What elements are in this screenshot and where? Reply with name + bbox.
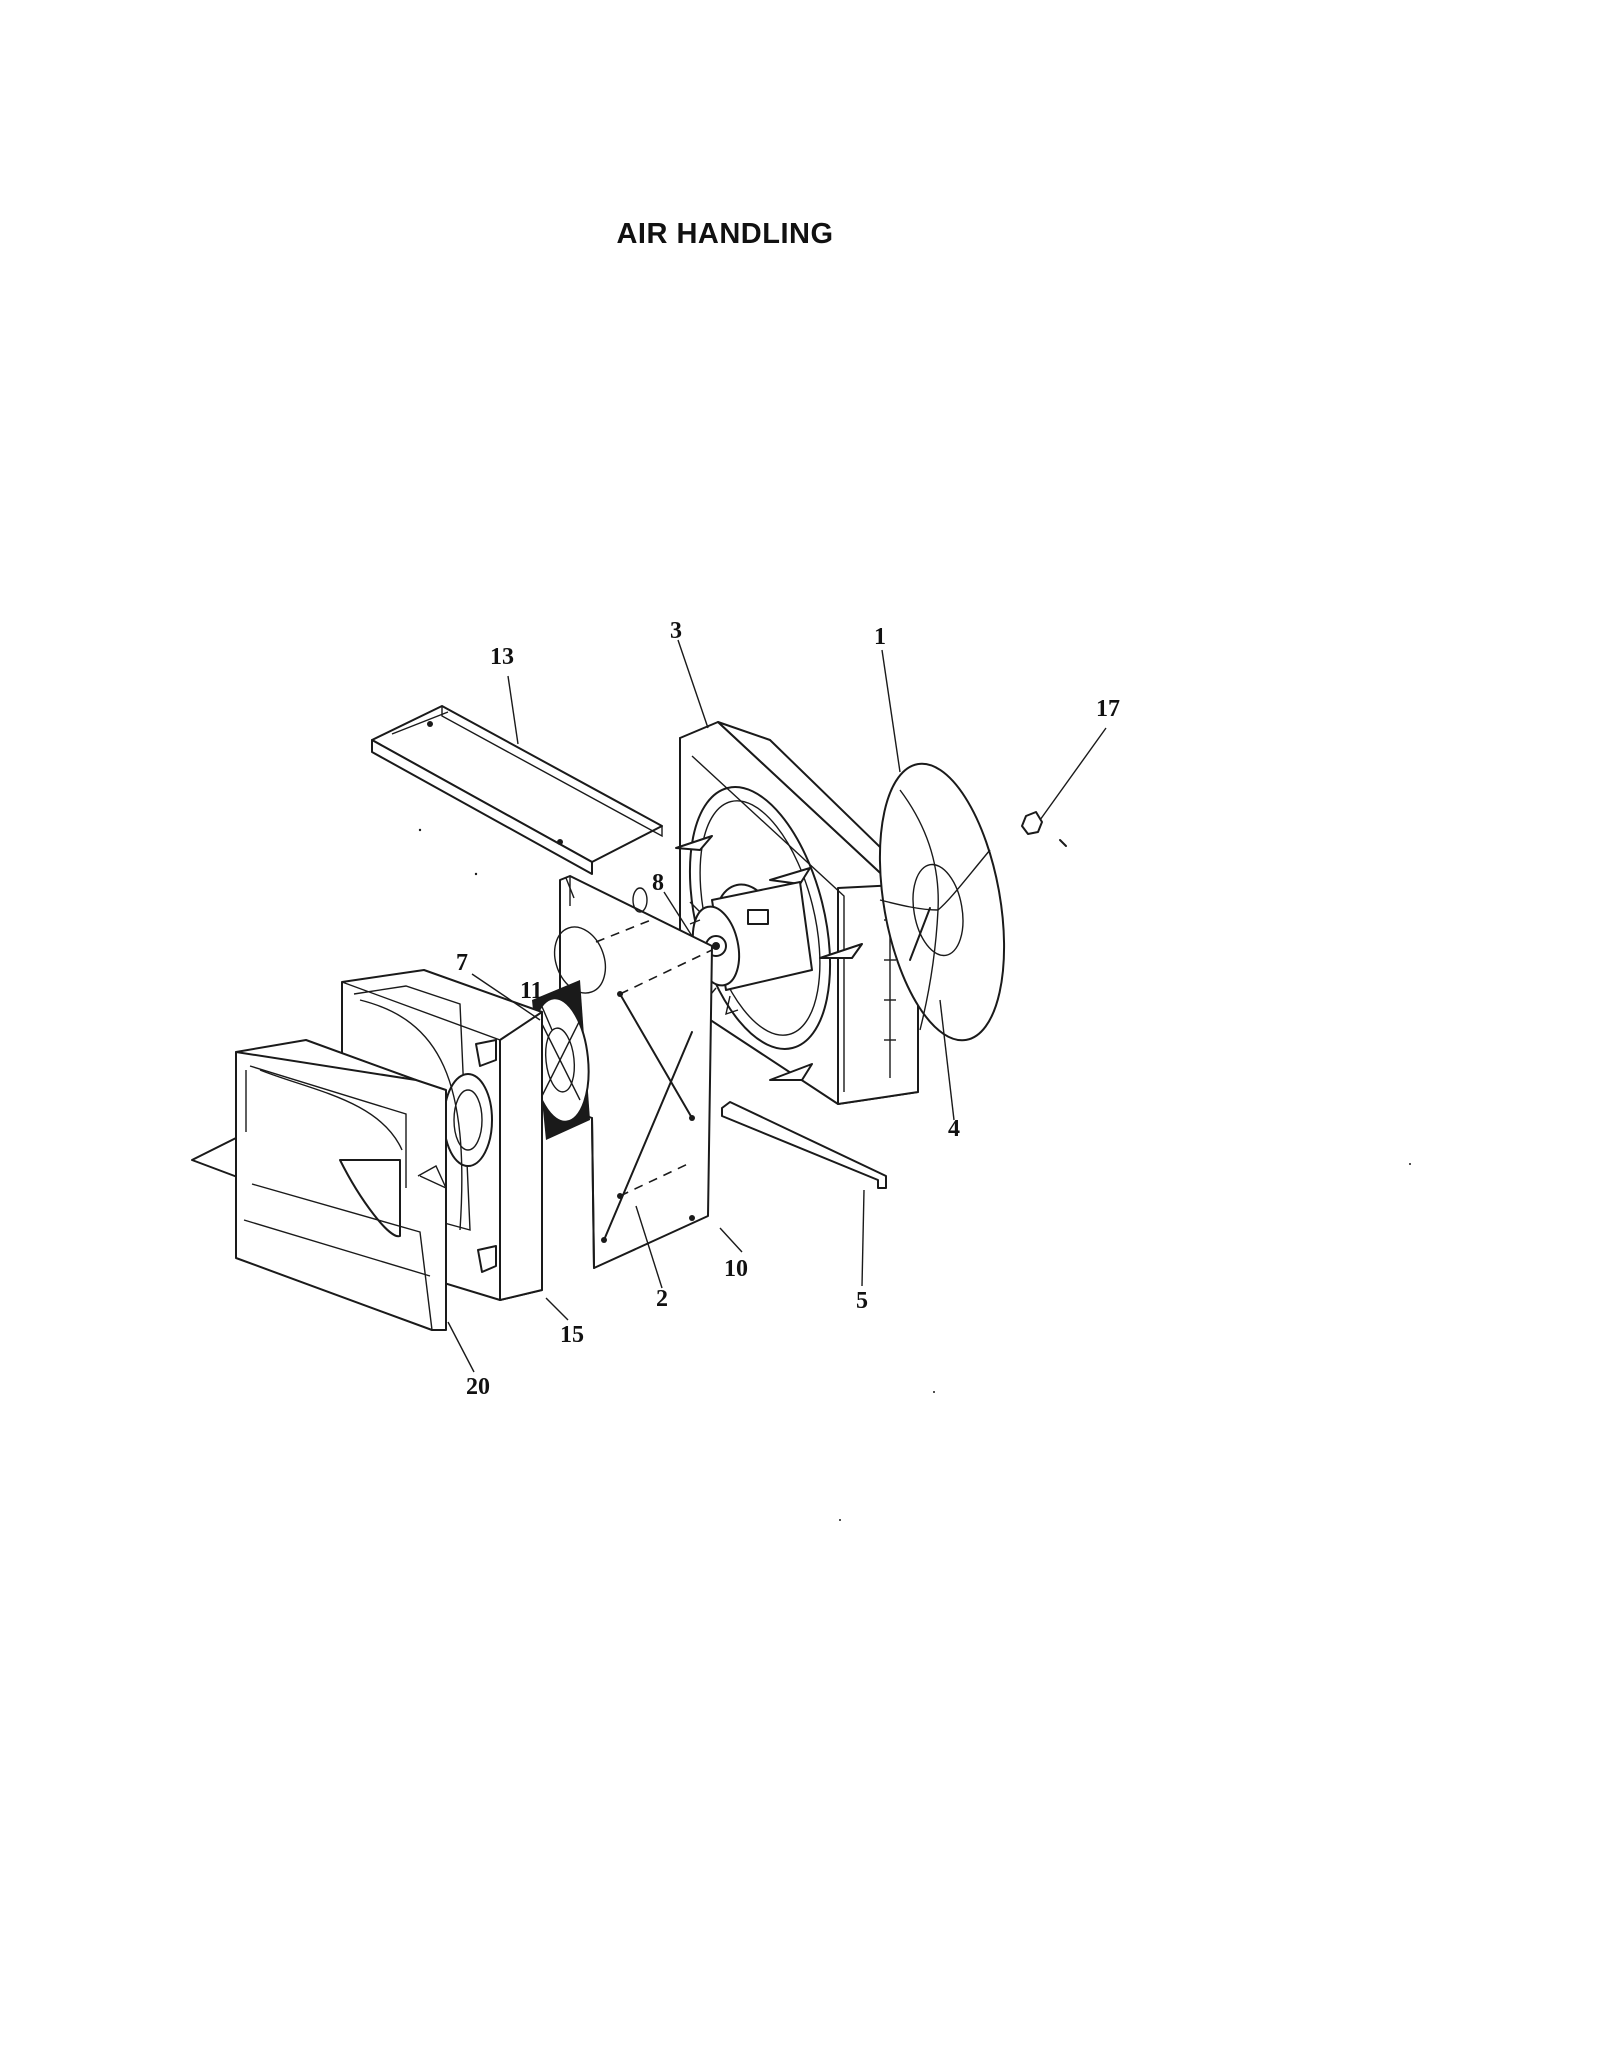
motor-plate-part bbox=[553, 875, 713, 1269]
scan-specks bbox=[418, 828, 1411, 1521]
callout-1: 1 bbox=[874, 624, 886, 650]
rod-part bbox=[721, 1101, 887, 1189]
screw-paths bbox=[595, 917, 713, 1241]
callout-11: 11 bbox=[520, 978, 543, 1004]
nut-part bbox=[1021, 811, 1067, 847]
callout-4: 4 bbox=[948, 1116, 960, 1142]
callout-7: 7 bbox=[456, 950, 468, 976]
callout-15: 15 bbox=[560, 1322, 584, 1348]
callout-17: 17 bbox=[1096, 696, 1120, 722]
page-title: AIR HANDLING bbox=[616, 218, 834, 250]
front-panel-part bbox=[191, 1039, 447, 1331]
motor-part bbox=[689, 881, 813, 1016]
callout-5: 5 bbox=[856, 1288, 868, 1314]
callout-20: 20 bbox=[466, 1374, 490, 1400]
top-panel-part bbox=[371, 705, 663, 875]
fan-blade-part bbox=[878, 762, 1006, 1042]
leader-lines bbox=[447, 639, 1107, 1373]
callout-3: 3 bbox=[670, 618, 682, 644]
callout-10: 10 bbox=[724, 1256, 748, 1282]
callout-13: 13 bbox=[490, 644, 514, 670]
callout-2: 2 bbox=[656, 1286, 668, 1312]
callout-8: 8 bbox=[652, 870, 664, 896]
